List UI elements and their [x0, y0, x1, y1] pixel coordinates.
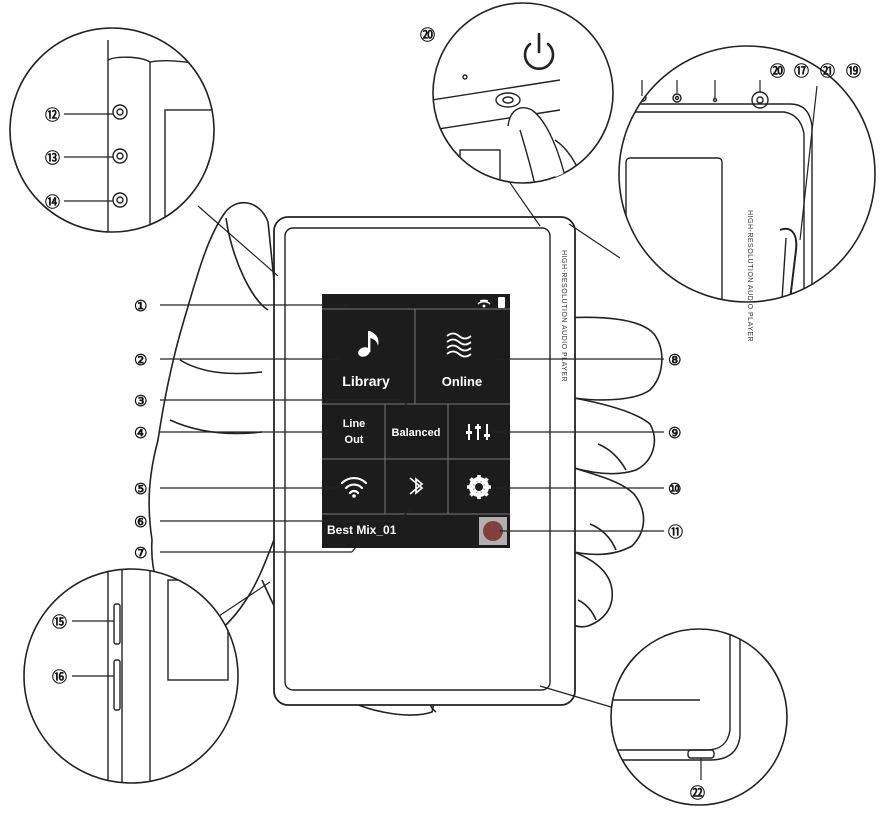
bluetooth-tile[interactable]: [409, 477, 424, 495]
callout-20-top: ⑳: [420, 26, 435, 44]
side-label: HIGH-RESOLUTION AUDIO PLAYER: [560, 250, 567, 382]
callout-13: ⑬: [45, 149, 60, 167]
bluetooth-icon: [409, 477, 424, 495]
balanced-label: Balanced: [392, 427, 441, 439]
callout-19: ⑲: [846, 62, 861, 80]
magnifier-power-button: [432, 2, 614, 184]
now-playing-bar[interactable]: Best Mix_01: [327, 517, 507, 545]
callout-1: ①: [134, 298, 147, 315]
magnifier-usb-port: [610, 628, 788, 806]
settings-tile[interactable]: [467, 475, 491, 499]
line-out-label-1: Line: [343, 418, 366, 430]
magnifier-card-slots: [23, 568, 239, 784]
callout-14: ⑭: [45, 193, 60, 211]
library-tile[interactable]: Library: [342, 331, 390, 389]
callout-21: ㉑: [820, 62, 835, 80]
now-playing-title: Best Mix_01: [327, 523, 397, 537]
callout-9: ⑨: [668, 425, 681, 442]
callout-4: ④: [134, 425, 147, 442]
callout-15: ⑮: [52, 613, 67, 631]
status-wifi-icon: [477, 301, 491, 305]
battery-icon: [498, 297, 505, 308]
magnifier-top-edge: HIGH-RESOLUTION AUDIO PLAYER: [618, 45, 876, 342]
line-out-label-2: Out: [345, 434, 364, 446]
callout-22: ㉒: [690, 784, 705, 802]
balanced-tile[interactable]: Balanced: [392, 427, 441, 439]
callout-12: ⑫: [45, 106, 60, 124]
touch-screen: Library Online Line Out Balanced: [322, 294, 510, 548]
online-tile[interactable]: Online: [442, 332, 482, 390]
tile-grid: [322, 308, 510, 515]
magnifier-headphone-jacks: [9, 27, 215, 233]
waves-icon: [446, 332, 472, 358]
callout-17: ⑰: [794, 62, 809, 80]
hand-illustration: [148, 201, 663, 716]
callout-16: ⑯: [52, 668, 67, 686]
callout-5: ⑤: [134, 481, 147, 498]
callouts: ① ② ③ ④ ⑤ ⑥ ⑦ ⑧ ⑨ ⑩ ⑪ ⑫ ⑬ ⑭ ⑮ ⑯ ⑰ ⑲ ⑳ ⑳ …: [45, 26, 861, 802]
callout-11: ⑪: [668, 523, 683, 541]
wifi-tile[interactable]: [340, 476, 368, 498]
library-label: Library: [342, 373, 390, 389]
screen-background: [322, 294, 510, 548]
leader-lines: [160, 179, 664, 713]
svg-text:HIGH-RESOLUTION AUDIO PLAYER: HIGH-RESOLUTION AUDIO PLAYER: [746, 210, 753, 342]
gear-icon: [467, 475, 491, 499]
callout-2: ②: [134, 352, 147, 369]
status-bar: [477, 297, 505, 308]
callout-10: ⑩: [668, 481, 681, 498]
callout-8: ⑧: [668, 352, 681, 369]
music-note-icon: [358, 331, 379, 357]
callout-20-right: ⑳: [770, 62, 785, 80]
callout-6: ⑥: [134, 514, 147, 531]
callout-3: ③: [134, 393, 147, 410]
line-out-tile[interactable]: Line Out: [343, 418, 366, 446]
online-label: Online: [442, 374, 482, 389]
callout-7: ⑦: [134, 545, 147, 562]
wifi-icon: [340, 476, 368, 495]
equalizer-tile[interactable]: [466, 424, 490, 440]
equalizer-icon: [466, 424, 490, 440]
power-icon: [523, 32, 555, 71]
